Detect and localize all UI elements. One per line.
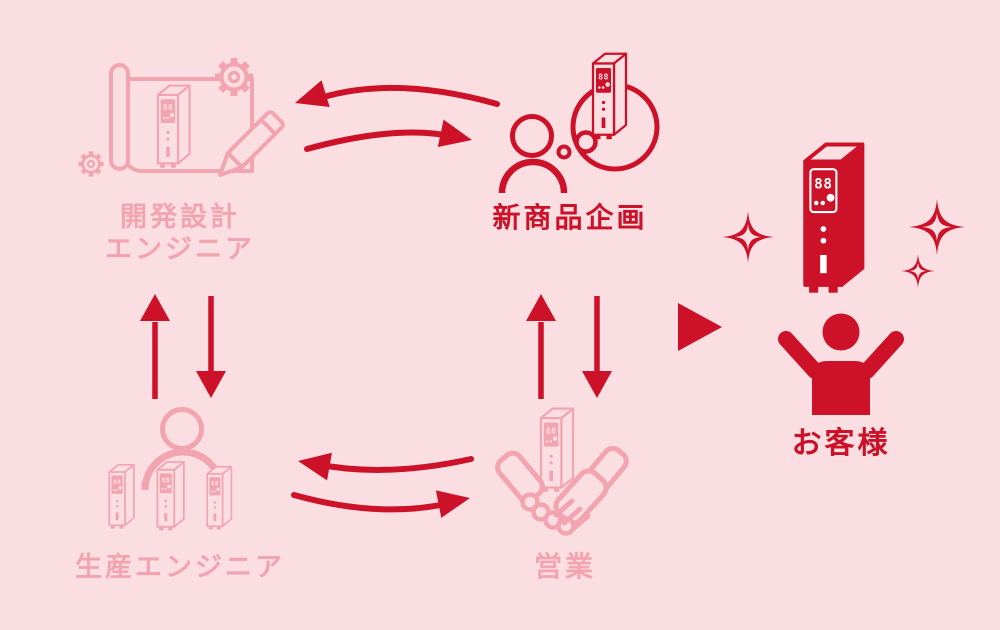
arrowhead-left — [298, 452, 332, 481]
label-customer: お客様 — [791, 427, 891, 460]
arrow-to-left — [313, 456, 474, 473]
blueprint-roll — [109, 63, 130, 171]
arrowhead-up — [526, 294, 556, 321]
arrowhead-down — [196, 371, 226, 398]
pencil-icon — [218, 110, 285, 177]
thought-bubble-dot — [556, 144, 572, 160]
device-display: 88 — [211, 480, 219, 487]
new-product-idea-icon: 88 — [498, 52, 660, 194]
arrow-to-left — [311, 85, 500, 107]
dev-design-blueprint-icon: 88 — [78, 58, 285, 182]
label-line: エンジニア — [105, 234, 255, 264]
label-production-engineer: 生産エンジニア — [75, 552, 285, 582]
label-line: 開発設計 — [120, 202, 240, 232]
device-icon: 88 — [156, 84, 191, 169]
device-icon: 88 — [108, 463, 135, 530]
production-engineer-icon: 88 88 88 — [108, 407, 233, 532]
label-sales: 営業 — [533, 551, 596, 582]
device-display: 88 — [546, 426, 556, 435]
handshake-icon — [495, 445, 629, 536]
arrow-bottom-pair — [291, 456, 474, 513]
label-new-product-planning: 新商品企画 — [492, 202, 648, 233]
arrowhead-left — [295, 80, 330, 108]
thought-bubble-dot — [574, 130, 598, 154]
triangle-arrow-right — [678, 303, 722, 351]
gear-icon — [215, 58, 253, 96]
sales-handshake-icon: 88 — [495, 407, 629, 536]
arrow-to-right — [304, 129, 458, 152]
device-display: 88 — [113, 479, 121, 486]
device-display: 88 — [598, 71, 609, 81]
label-dev-design-engineer: 開発設計 エンジニア — [75, 201, 285, 265]
sparkle-icon — [901, 254, 935, 288]
arrow-to-right — [291, 492, 453, 513]
arrow-bottom-heads — [298, 452, 470, 518]
arrowhead-right — [435, 490, 470, 518]
arrowhead-up — [140, 294, 170, 321]
gear-icon — [78, 151, 103, 176]
arrowhead-down — [582, 371, 612, 398]
person-icon — [498, 114, 568, 194]
happy-person-icon — [778, 313, 904, 415]
sparkle-icon — [908, 198, 966, 256]
sparkle-icon — [722, 211, 774, 263]
device-icon: 88 — [591, 52, 628, 141]
arrow-top-heads — [295, 80, 472, 148]
device-icon: 88 — [156, 461, 185, 532]
device-icon: 88 — [803, 142, 865, 295]
device-icon: 88 — [539, 407, 575, 493]
device-display: 88 — [814, 177, 833, 193]
arrowhead-right — [437, 119, 472, 148]
device-display: 88 — [163, 103, 173, 112]
arrow-vertical-center-pair — [526, 294, 612, 399]
device-icon: 88 — [206, 465, 233, 531]
customer-icon: 88 — [722, 142, 966, 415]
arrow-vertical-left-pair — [140, 294, 226, 399]
device-display: 88 — [162, 476, 171, 484]
